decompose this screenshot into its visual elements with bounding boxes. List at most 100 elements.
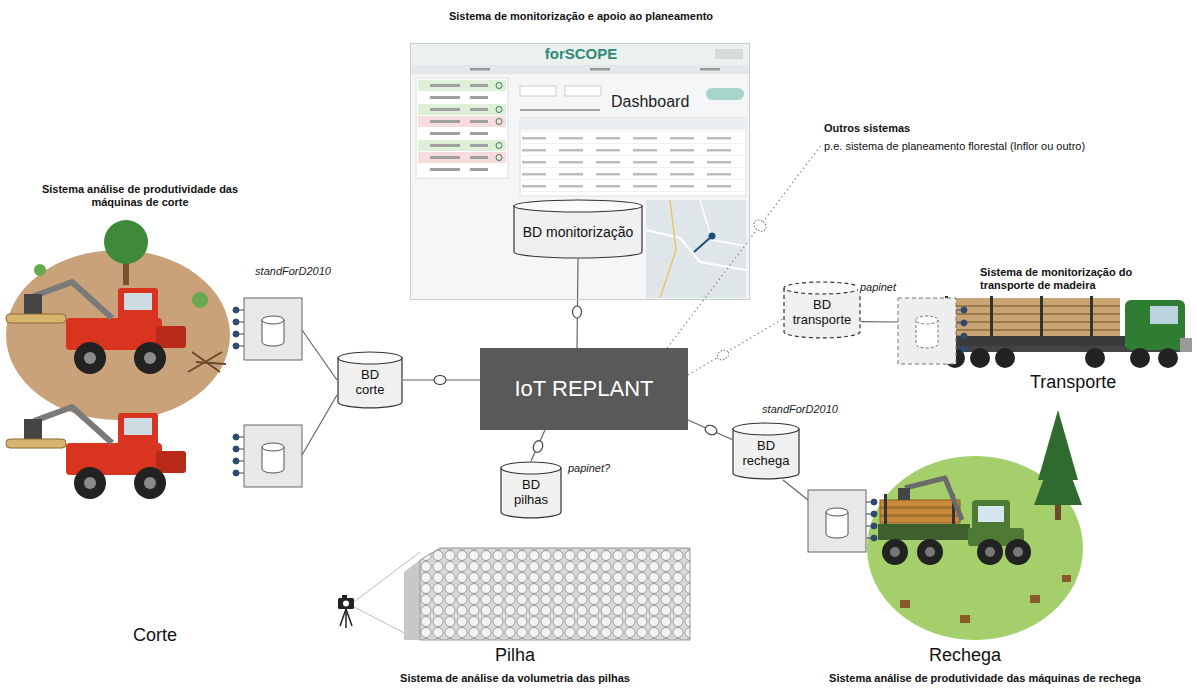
dashboard-screenshot (522, 131, 744, 193)
cylinder-top (338, 352, 402, 364)
system-title: Sistema de análise da volumetria das pil… (330, 672, 700, 684)
dashboard-screenshot (520, 110, 600, 111)
timber-truck (1130, 348, 1150, 368)
optional-interface (752, 218, 768, 234)
truck-computer (916, 316, 938, 324)
machine-computer (808, 490, 877, 552)
dashboard-panel: Sistema de monitorização e apoio ao plan… (410, 43, 750, 300)
dashboard-screenshot (646, 230, 746, 270)
dashboard-screenshot (418, 128, 506, 139)
dashboard-screenshot (646, 200, 746, 298)
dashboard-screenshot (470, 108, 488, 111)
forwarder-machine (898, 488, 910, 500)
dashboard-screenshot (709, 233, 716, 240)
machine-computer (233, 425, 302, 487)
database-label: BD rechega (739, 439, 793, 469)
harvester-machine (6, 282, 186, 499)
dashboard-screenshot (715, 49, 743, 59)
interface-socket (434, 306, 718, 454)
text-slot: Sistema de análise da volumetria das pil… (330, 672, 700, 684)
timber-truck (945, 296, 1093, 338)
truck-computer (961, 307, 967, 313)
transport-system: Sistema de monitorização do transporte d… (898, 262, 1197, 402)
cylinder-body (514, 206, 642, 258)
forwarder-machine (890, 547, 900, 557)
harvest-site (104, 220, 148, 264)
forwarder-machine (882, 539, 1031, 565)
dashboard-screenshot (418, 104, 506, 115)
truck-computer (961, 346, 967, 352)
timber-truck (990, 296, 993, 338)
dashboard-screenshot (470, 144, 488, 147)
forwarder-machine (978, 506, 1004, 522)
harvester-machine (6, 282, 186, 374)
timber-truck (1158, 348, 1178, 368)
cylinder-top (784, 282, 860, 294)
dashboard-screenshot (496, 143, 502, 149)
dashboard-screenshot (520, 118, 746, 196)
text-slot: forSCOPE (411, 45, 751, 62)
note-text: p.e. sistema de planeamento florestal (I… (824, 140, 1085, 152)
dashboard-screenshot (430, 120, 460, 123)
timber-truck (930, 336, 1125, 346)
note-heading: Outros sistemas (824, 122, 910, 134)
dashboard-screenshot (470, 156, 488, 159)
forwarder-machine (880, 516, 960, 523)
dashboard-screenshot (418, 80, 506, 91)
dashboard-screenshot (430, 84, 460, 87)
dashboard-screenshot (418, 116, 506, 127)
harvest-site (6, 220, 230, 420)
dashboard-screenshot (430, 96, 460, 99)
dashboard-screenshot (430, 168, 460, 171)
timber-truck (930, 296, 1192, 368)
optional-link (688, 319, 783, 375)
log-pile (420, 548, 690, 640)
text-slot: Corte (110, 625, 200, 646)
protocol-label: standForD2010 (760, 403, 840, 415)
dashboard-screenshot (418, 92, 506, 103)
data-link (783, 480, 808, 500)
database-cylinder: BD transporte (783, 281, 861, 339)
truck-computer (961, 320, 967, 326)
timber-truck (995, 348, 1015, 368)
timber-truck (970, 348, 990, 368)
timber-truck (1125, 300, 1185, 350)
forwarder-machine (880, 500, 960, 507)
cylinder-body (338, 358, 402, 408)
camera-icon (338, 595, 354, 628)
data-link (302, 395, 337, 455)
camera-icon (338, 598, 354, 609)
timber-truck (945, 348, 1178, 368)
dashboard-screenshot (496, 155, 502, 161)
cylinder-body (501, 468, 561, 518)
forwarding-site (900, 600, 910, 608)
log-pile (354, 548, 690, 640)
forwarder-machine (917, 539, 943, 565)
database-cylinder: BD corte (337, 351, 403, 409)
dashboard-screenshot (521, 119, 745, 130)
dashboard-screenshot (410, 65, 750, 74)
forwarding-site (960, 615, 970, 623)
text-slot: Sistema análise de produtividade das máq… (808, 672, 1162, 684)
forwarder-machine (905, 478, 962, 520)
dashboard-screenshot (430, 108, 460, 111)
dashboard-screenshot (470, 84, 488, 87)
data-link (576, 259, 578, 348)
harvest-site (188, 352, 226, 372)
forwarding-site (1034, 440, 1082, 505)
text-slot: Sistema de monitorização do transporte d… (980, 266, 1180, 292)
truck-computer (898, 298, 956, 364)
forwarding-system: RechegaSistema análise de produtividade … (808, 395, 1162, 691)
dashboard-screenshot (706, 88, 744, 100)
protocol-label: standForD2010 (253, 265, 333, 277)
text-slot: Sistema análise de produtividade das máq… (15, 183, 265, 209)
data-link (302, 330, 337, 380)
interface-socket (434, 376, 446, 385)
forwarder-machine (890, 547, 1023, 557)
truck-computer (898, 298, 967, 364)
dashboard-screenshot (470, 132, 488, 135)
external-system: Outros sistemas p.e. sistema de planeamen… (822, 120, 1194, 160)
harvest-system: Sistema análise de produtividade das máq… (0, 180, 302, 660)
